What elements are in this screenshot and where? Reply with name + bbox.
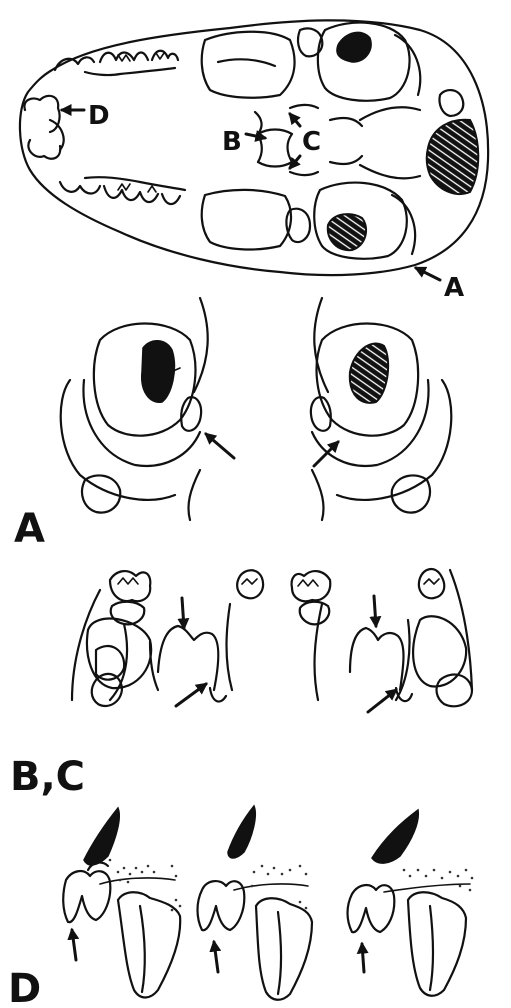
- label-a-top: A: [444, 273, 464, 303]
- arrow-a-right: [314, 442, 338, 466]
- incisors: [24, 96, 60, 159]
- foramen-magnum: [427, 120, 479, 194]
- label-panel-bc: B,C: [10, 754, 85, 800]
- arrow-c-left: [176, 684, 206, 706]
- arrow-d-1: [72, 930, 76, 960]
- arrow-c-right: [368, 690, 396, 712]
- panel-a-detail: [61, 298, 452, 520]
- arrow-a-top: [416, 268, 440, 280]
- arrow-b-left: [182, 598, 184, 628]
- arrow-b-right: [374, 596, 376, 626]
- panel-bc-detail: [72, 569, 472, 712]
- tooth-row-upper: [55, 51, 178, 70]
- arrow-d-2: [214, 942, 218, 972]
- label-c-top: C: [302, 127, 321, 157]
- arrow-b-top: [246, 134, 265, 138]
- label-d-top: D: [88, 101, 110, 131]
- label-panel-d: D: [8, 966, 41, 1008]
- label-b-top: B: [222, 127, 242, 157]
- arrow-d-3: [362, 944, 364, 972]
- label-panel-a: A: [14, 506, 45, 552]
- palate-notch: [255, 112, 292, 167]
- arrow-c-top-upper: [290, 114, 300, 126]
- arrow-a-left: [206, 434, 234, 458]
- skull-ventral-view: [20, 20, 488, 280]
- panel-d-detail: [63, 806, 473, 1000]
